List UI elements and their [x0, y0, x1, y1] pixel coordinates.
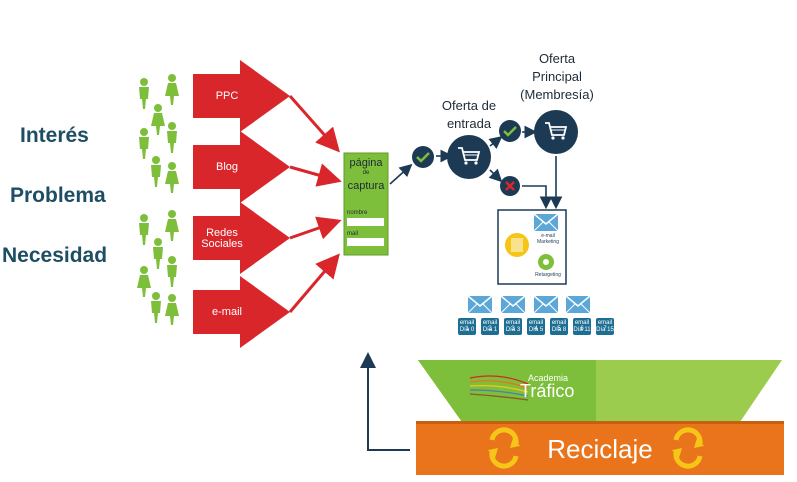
sequence-day-label: Día 8	[551, 327, 567, 333]
channel-blog: Blog	[215, 161, 239, 173]
sequence-day-label: Día 15	[596, 327, 614, 333]
capture-field-nombre-label: nombre	[347, 210, 368, 216]
main-offer-line2: Principal	[532, 69, 582, 84]
capture-title-3: captura	[347, 180, 385, 192]
capture-title-1: página	[349, 157, 383, 169]
channel-email: e-mail	[212, 306, 242, 318]
capture-field-mail-label: mail	[347, 231, 359, 237]
brand-academia: Academia	[528, 373, 569, 383]
email-sequence-icons	[467, 295, 591, 314]
connector-arrows	[288, 95, 342, 313]
sequence-email-label: email 4	[528, 320, 544, 332]
sequence-email-label: email 5	[551, 320, 567, 332]
sequence-email-label: email 6	[574, 320, 590, 332]
email-marketing-label: e-mail Marketing	[537, 233, 559, 245]
recycle-icon-left	[488, 427, 520, 469]
sequence-day-label: Día 5	[528, 327, 544, 333]
sequence-email-label: email 7	[597, 320, 613, 332]
people-icons	[137, 74, 179, 325]
sequence-email-label: email 2	[482, 320, 498, 332]
channel-ppc: PPC	[215, 90, 239, 102]
main-offer-line1: Oferta	[538, 51, 576, 66]
retargeting-label: Retargeting	[535, 272, 561, 278]
entry-offer-line2: entrada	[446, 116, 492, 131]
entry-offer-line1: Oferta de	[441, 98, 497, 113]
label-problema: Problema	[10, 184, 106, 207]
label-necesidad: Necesidad	[2, 244, 108, 267]
sequence-email-label: email 1	[459, 320, 475, 332]
sequence-day-label: Día 1	[482, 327, 498, 333]
brand-trafico: Tráfico	[520, 381, 575, 401]
recycle-icon-right	[672, 427, 704, 469]
channel-redes-sociales: Redes Sociales	[201, 227, 243, 250]
recycle-label: Reciclaje	[547, 434, 653, 464]
label-interes: Interés	[20, 124, 89, 147]
day-chips	[458, 318, 614, 335]
sequence-day-label: Día 11	[573, 327, 591, 333]
brand-lines	[469, 375, 529, 401]
sequence-day-label: Día 0	[459, 327, 475, 333]
sequence-day-label: Día 3	[505, 327, 521, 333]
capture-title-2: de	[362, 170, 370, 176]
sequence-email-label: email 3	[505, 320, 521, 332]
channel-arrows	[193, 60, 290, 348]
main-offer-line3: (Membresía)	[520, 87, 594, 102]
